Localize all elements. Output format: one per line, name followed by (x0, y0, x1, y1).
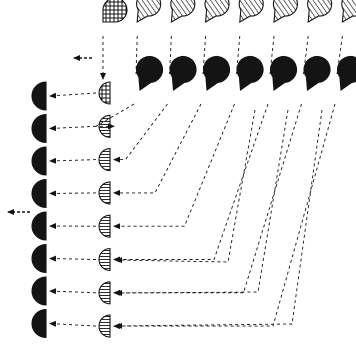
top-row-symbol (102, 0, 128, 23)
top-row-symbol (272, 0, 298, 24)
top-row-symbol (204, 0, 230, 24)
left-column-symbol (31, 308, 47, 339)
left-column-symbol (31, 243, 47, 274)
left-column-symbol (31, 211, 47, 241)
diagonal-connector (113, 103, 336, 330)
outflow-arrows (7, 55, 92, 215)
long-connector (115, 109, 289, 296)
middle-column-symbol (98, 314, 111, 338)
horizontal-connector (49, 288, 97, 295)
middle-column-symbol (98, 148, 111, 172)
second-row-symbol (337, 56, 356, 92)
second-row-symbol (203, 56, 231, 92)
second-row-symbol (303, 56, 331, 92)
left-column-symbol (31, 178, 47, 209)
connector-lines (49, 35, 343, 330)
second-row-symbol (236, 56, 264, 92)
second-row-symbols (136, 56, 356, 92)
second-row-symbol (169, 56, 197, 92)
left-column-symbol (31, 276, 47, 306)
middle-column-symbol (98, 214, 111, 238)
top-row-symbol (136, 0, 162, 24)
middle-column-symbol (98, 114, 111, 138)
horizontal-connector (49, 125, 97, 132)
top-row-symbol (170, 0, 196, 24)
horizontal-connector (49, 92, 97, 99)
diagonal-connector (113, 103, 302, 296)
middle-column-symbol (98, 81, 111, 105)
long-connector (115, 109, 256, 264)
diagonal-connector (113, 103, 235, 230)
second-row-symbol (136, 56, 164, 92)
horizontal-connector (49, 157, 97, 164)
top-row-symbols (102, 0, 356, 24)
diagonal-connector (113, 103, 202, 196)
middle-column-symbol (98, 281, 111, 305)
middle-column-symbol (98, 247, 111, 272)
left-column-symbol (31, 113, 47, 144)
horizontal-connector (49, 255, 97, 262)
diagonal-connector (113, 103, 269, 263)
second-row-symbol (270, 56, 298, 92)
left-column-symbols (31, 81, 47, 339)
diagonal-connector (113, 103, 168, 163)
middle-column-symbols (98, 81, 111, 338)
top-row-symbol (238, 0, 264, 24)
horizontal-connector (49, 320, 97, 327)
left-column-symbol (31, 146, 47, 176)
middle-column-symbol (98, 181, 111, 205)
top-row-symbol (341, 0, 356, 24)
left-column-symbol (31, 81, 47, 111)
horizontal-connector (49, 190, 97, 197)
long-connector (115, 109, 323, 329)
top-row-symbol (307, 0, 333, 24)
